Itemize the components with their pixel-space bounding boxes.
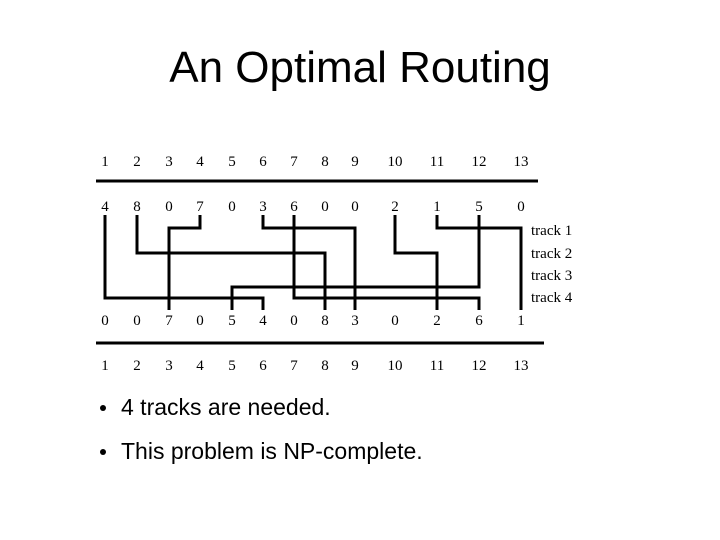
bottom-pin-label: 7 [290, 358, 298, 374]
wire-net-4 [103, 215, 265, 310]
bottom-net-label: 3 [351, 313, 359, 329]
bullet-list: 4 tracks are needed. This problem is NP-… [100, 392, 423, 480]
top-pin-label: 9 [351, 154, 359, 170]
bottom-pin-label: 5 [228, 358, 236, 374]
top-pin-label: 10 [388, 154, 403, 170]
track-label: track 4 [531, 290, 573, 306]
bottom-pin-label: 9 [351, 358, 359, 374]
top-pin-label: 12 [472, 154, 487, 170]
wire-net-6 [292, 215, 481, 310]
top-net-label: 4 [101, 199, 109, 215]
top-pin-label: 4 [196, 154, 204, 170]
bottom-net-label: 5 [228, 313, 236, 329]
bottom-net-label: 0 [391, 313, 399, 329]
top-net-label: 7 [196, 199, 204, 215]
top-net-label: 3 [259, 199, 267, 215]
bottom-pin-label: 3 [165, 358, 173, 374]
bottom-pin-label: 1 [101, 358, 109, 374]
bottom-net-label: 6 [475, 313, 483, 329]
bottom-pin-label: 10 [388, 358, 403, 374]
bullet-item: This problem is NP-complete. [100, 436, 423, 467]
top-pin-label: 11 [430, 154, 444, 170]
track-label: track 1 [531, 223, 572, 239]
bottom-pin-label: 2 [133, 358, 141, 374]
wire-net-7 [167, 215, 202, 310]
bottom-pin-label: 8 [321, 358, 329, 374]
top-net-label: 2 [391, 199, 399, 215]
wire-net-3 [261, 215, 357, 310]
top-net-label: 0 [165, 199, 173, 215]
top-net-label: 8 [133, 199, 141, 215]
top-pin-label: 6 [259, 154, 267, 170]
top-net-label: 0 [351, 199, 359, 215]
top-pin-label: 5 [228, 154, 236, 170]
bottom-pin-label: 11 [430, 358, 444, 374]
top-pin-label: 2 [133, 154, 141, 170]
bottom-net-label: 0 [133, 313, 141, 329]
bullet-icon [100, 404, 106, 411]
bottom-pin-label: 12 [472, 358, 487, 374]
bottom-pin-label: 13 [514, 358, 529, 374]
bottom-pin-label: 4 [196, 358, 204, 374]
top-pin-label: 1 [101, 154, 109, 170]
bottom-net-label: 8 [321, 313, 329, 329]
bullet-item: 4 tracks are needed. [100, 392, 423, 423]
top-pin-label: 8 [321, 154, 329, 170]
bottom-net-label: 2 [433, 313, 441, 329]
bottom-pin-label: 6 [259, 358, 267, 374]
top-net-label: 0 [228, 199, 236, 215]
top-net-label: 0 [321, 199, 329, 215]
bottom-net-label: 1 [517, 313, 525, 329]
bullet-icon [100, 448, 106, 455]
bottom-net-label: 4 [259, 313, 267, 329]
top-net-label: 1 [433, 199, 441, 215]
top-net-label: 6 [290, 199, 298, 215]
track-label: track 2 [531, 246, 572, 262]
wire-net-2 [393, 215, 439, 310]
bullet-text: 4 tracks are needed. [121, 394, 331, 420]
track-label: track 3 [531, 268, 572, 284]
top-pin-label: 13 [514, 154, 529, 170]
top-pin-label: 3 [165, 154, 173, 170]
page-title: An Optimal Routing [169, 43, 551, 92]
top-pin-label: 7 [290, 154, 298, 170]
bottom-net-label: 0 [101, 313, 109, 329]
bottom-net-label: 7 [165, 313, 173, 329]
bottom-net-label: 0 [290, 313, 298, 329]
top-net-label: 5 [475, 199, 483, 215]
top-net-label: 0 [517, 199, 525, 215]
bottom-net-label: 0 [196, 313, 204, 329]
wire-net-8 [135, 215, 327, 310]
bullet-text: This problem is NP-complete. [121, 438, 423, 464]
